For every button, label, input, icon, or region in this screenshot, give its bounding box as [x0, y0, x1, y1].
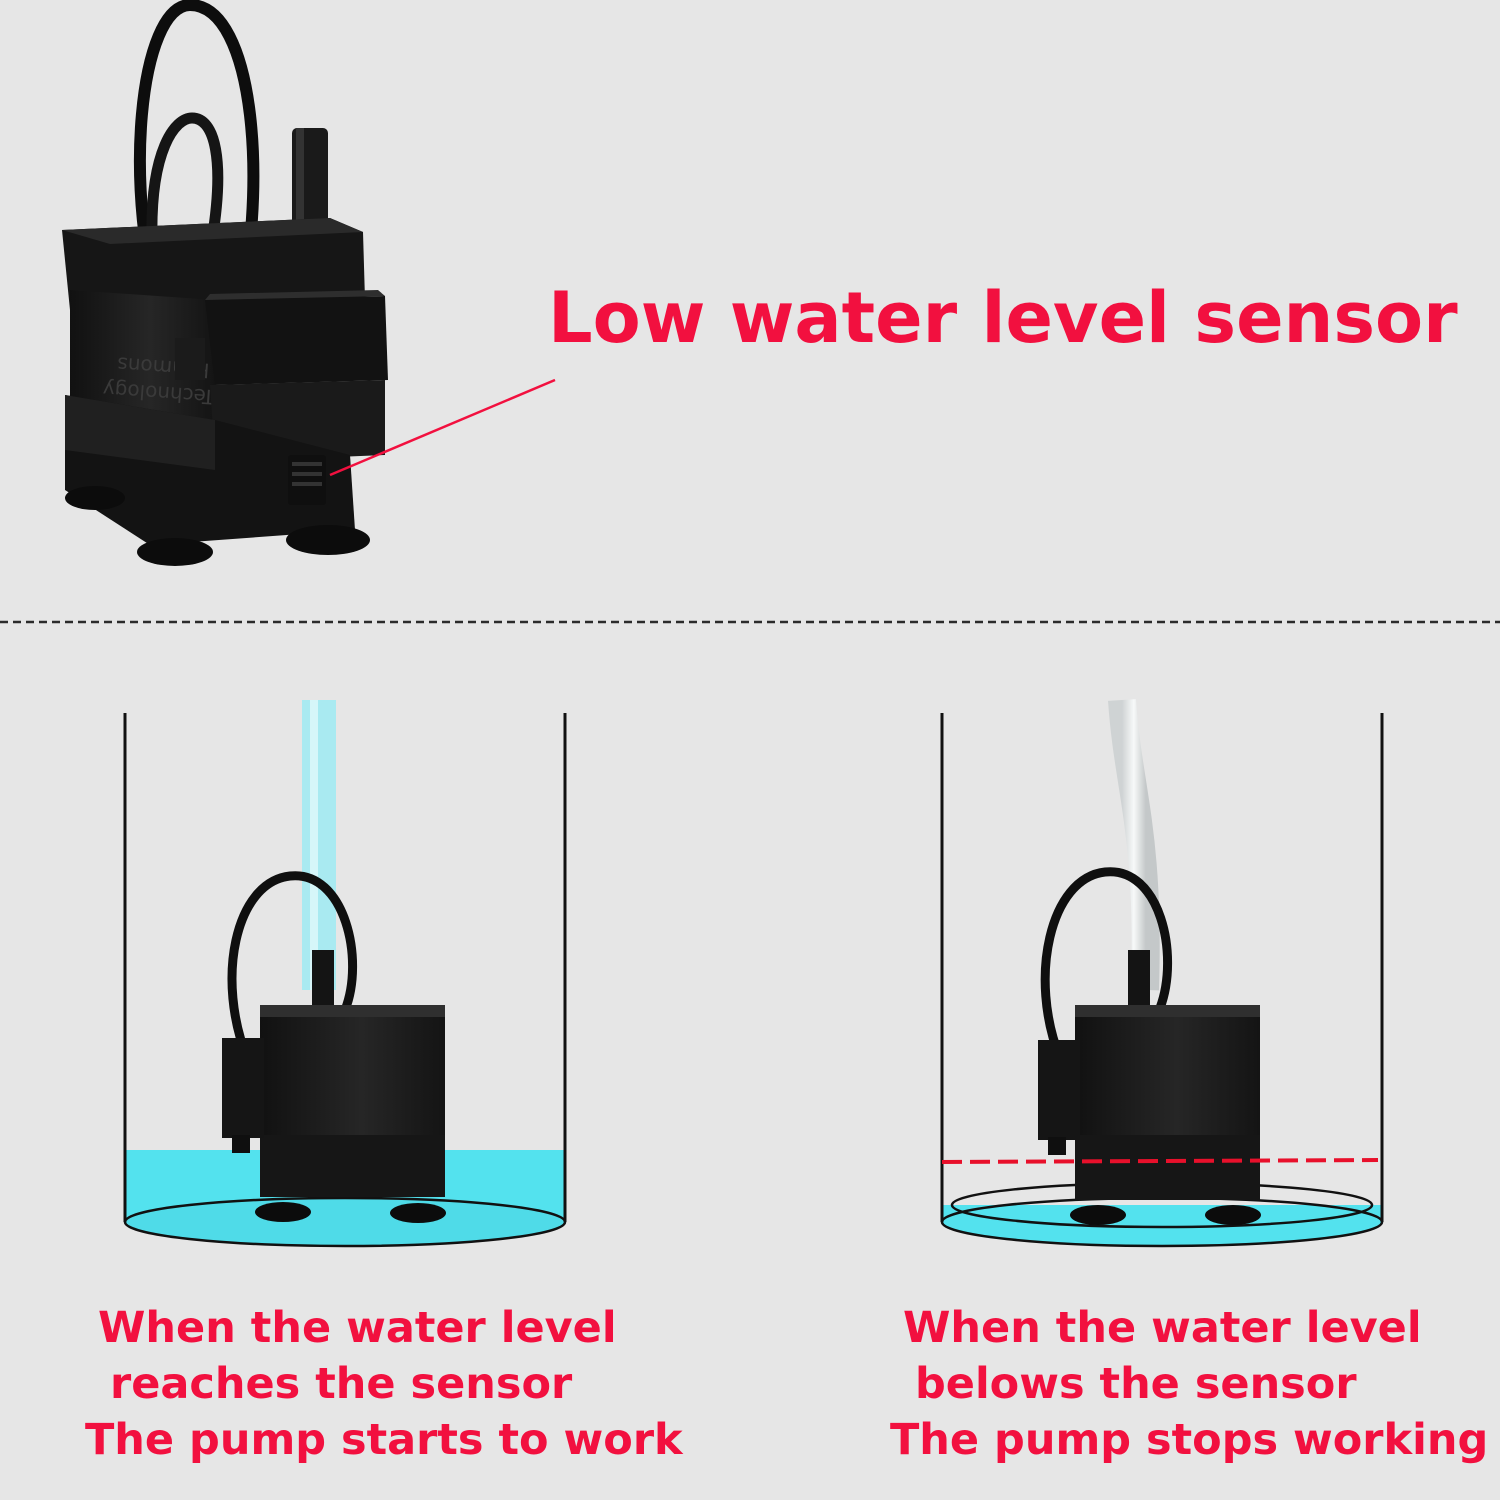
left-water-container [123, 713, 567, 1248]
pump-product-photo: Roamons Technology [62, 0, 388, 566]
sensor-level-line [941, 1158, 1379, 1164]
left-tube [302, 700, 336, 990]
left-caption-line-1: When the water level [98, 1303, 617, 1353]
headline: Low water level sensor [548, 277, 1458, 359]
left-caption: When the water level reaches the sensor … [70, 1300, 710, 1468]
left-caption-line-3: The pump starts to work [70, 1415, 683, 1465]
right-pump [1038, 699, 1261, 1225]
sensor-pointer-line [329, 378, 556, 477]
left-caption-line-2: reaches the sensor [110, 1359, 573, 1409]
right-caption-line-3: The pump stops working [875, 1415, 1489, 1465]
right-caption-line-1: When the water level [903, 1303, 1422, 1353]
right-caption-line-2: belows the sensor [915, 1359, 1357, 1409]
right-water [942, 1205, 1382, 1246]
right-caption: When the water level belows the sensor T… [875, 1300, 1495, 1468]
left-pump [222, 700, 446, 1223]
